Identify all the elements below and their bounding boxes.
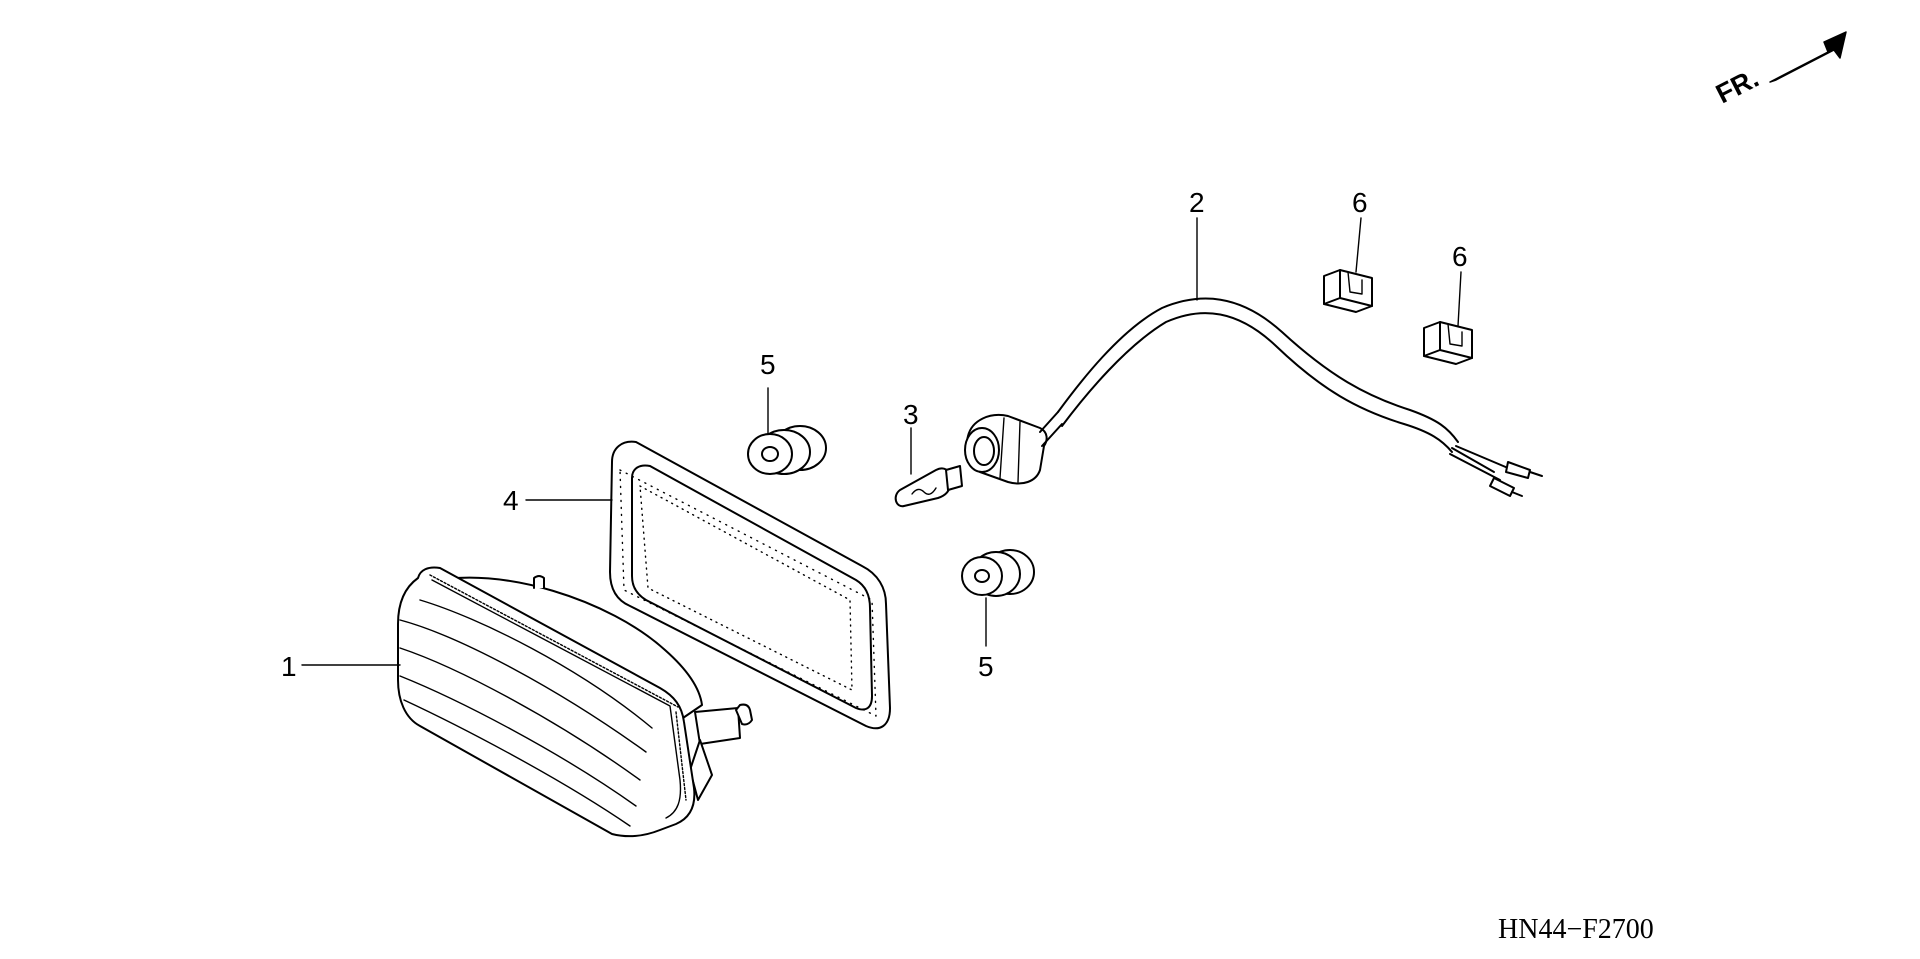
- lens-housing-drawing: [397, 566, 753, 838]
- bulb-drawing: [894, 465, 963, 508]
- leader-lines: [301, 217, 1462, 666]
- grommet-bottom-drawing: [961, 549, 1035, 597]
- callout-part-5-bottom: 5: [978, 651, 994, 682]
- callout-part-2: 2: [1189, 187, 1205, 218]
- clip-left-drawing: [1323, 269, 1373, 313]
- callout-part-5-top: 5: [760, 349, 776, 380]
- callout-part-3: 3: [903, 399, 919, 430]
- front-direction-label: FR.: [1711, 63, 1763, 109]
- callout-part-6-left: 6: [1352, 187, 1368, 218]
- drawing-code: HN44−F2700: [1498, 914, 1654, 945]
- callout-part-6-right: 6: [1452, 241, 1468, 272]
- callout-part-1: 1: [281, 651, 297, 682]
- front-direction-arrow-icon: [1769, 31, 1847, 83]
- clip-right-drawing: [1423, 321, 1473, 365]
- socket-wire-harness-drawing: [964, 297, 1543, 497]
- callout-part-4: 4: [503, 485, 519, 516]
- grommet-top-drawing: [747, 425, 827, 475]
- gasket-drawing: [609, 440, 891, 730]
